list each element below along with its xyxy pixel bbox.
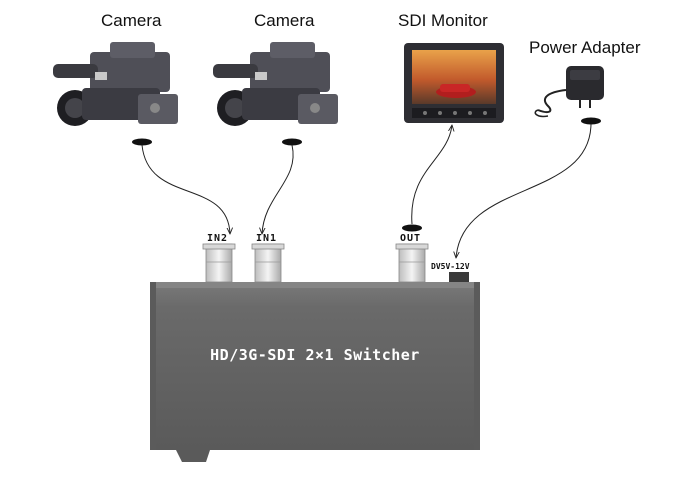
port-label-out: OUT [400, 233, 422, 244]
adapter-plug [581, 117, 601, 125]
switcher-box [150, 282, 480, 462]
camera-1-label: Camera [101, 11, 162, 30]
power-jack [449, 272, 469, 282]
camera-2-label: Camera [254, 11, 315, 30]
cable-adapter-to-power [456, 123, 592, 258]
bnc-connector-out [395, 243, 429, 283]
cable-out-to-monitor [411, 125, 452, 225]
cable-camera1-to-in2 [141, 144, 230, 234]
camera-1-icon [53, 42, 178, 126]
port-label-in2: IN2 [207, 233, 229, 244]
bnc-connector-in1 [251, 243, 285, 283]
camera-2-icon [213, 42, 338, 126]
sdi-monitor-label: SDI Monitor [398, 11, 488, 30]
bnc-connector-in2 [202, 243, 236, 283]
power-adapter-icon [534, 66, 604, 118]
switcher-title: HD/3G-SDI 2×1 Switcher [210, 346, 420, 364]
cable-camera2-to-in1 [262, 144, 294, 234]
port-label-in1: IN1 [256, 233, 278, 244]
camera-2-plug [282, 138, 302, 146]
power-adapter-label: Power Adapter [529, 38, 641, 57]
sdi-monitor-icon [404, 43, 504, 123]
camera-1-plug [132, 138, 152, 146]
power-label: DV5V-12V [431, 262, 470, 271]
out-plug [402, 224, 422, 232]
